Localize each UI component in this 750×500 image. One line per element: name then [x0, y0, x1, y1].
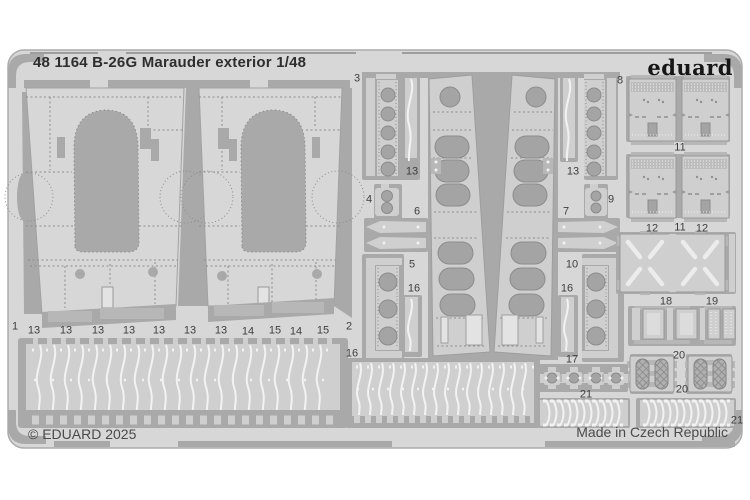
- part-number-label: 11: [674, 221, 686, 234]
- part-8-strip: [584, 74, 616, 177]
- part-number-label: 20: [675, 383, 689, 396]
- part-number-label: 13: [91, 324, 105, 337]
- wing-panel-right: [180, 87, 365, 322]
- part-number-label: 9: [607, 193, 615, 206]
- part-number-label: 3: [353, 72, 361, 85]
- strip-comb-panel-center: [346, 358, 540, 428]
- corner-frame-top-left: [8, 54, 44, 88]
- comb-21-blocks: [538, 398, 736, 428]
- made-in-text: Made in Czech Republic: [576, 424, 728, 440]
- corner-frame-bottom-right: [702, 410, 742, 444]
- part-3-strip: [366, 74, 398, 177]
- part-10-strip: [582, 258, 618, 358]
- part-number-label: 13: [122, 324, 136, 337]
- part-number-label: 19: [705, 295, 719, 308]
- corner-frame-top-right: [704, 54, 742, 88]
- sheet-title: 48 1164 B-26G Marauder exterior 1/48: [33, 54, 307, 71]
- part-number-label: 4: [365, 193, 373, 206]
- part-number-label: 7: [562, 205, 570, 218]
- bomb-bay-doors: [428, 72, 558, 360]
- part-number-label: 13: [214, 324, 228, 337]
- part-number-label: 12: [645, 222, 659, 235]
- x-frame-panels: [616, 231, 736, 295]
- part-number-label: 12: [695, 222, 709, 235]
- part-number-label: 13: [183, 324, 197, 337]
- bomb-bay-door-right: [493, 74, 556, 357]
- part-number-label: 13: [59, 324, 73, 337]
- wing-panel-left: [4, 87, 213, 328]
- part-number-label: 16: [560, 282, 574, 295]
- part-number-label: 15: [268, 324, 282, 337]
- part-number-label: 18: [659, 295, 673, 308]
- part-number-label: 16: [345, 347, 359, 360]
- wing-panel-block: [4, 80, 365, 328]
- wavy-strips: [364, 74, 620, 357]
- cowl-flap-panels: [626, 74, 730, 223]
- part-number-label: 17: [565, 353, 579, 366]
- part-number-label: 21: [579, 388, 593, 401]
- clamp-row: [537, 364, 631, 392]
- part-number-label: 13: [27, 324, 41, 337]
- part-number-label: 1: [11, 320, 19, 333]
- part-number-label: 2: [345, 320, 353, 333]
- part-number-label: 21: [730, 414, 744, 427]
- corner-frame-bottom-left: [8, 410, 46, 444]
- part-9-hinge: [585, 184, 607, 216]
- eduard-logo: eduard: [647, 55, 733, 80]
- part-number-label: 10: [565, 258, 579, 271]
- part-number-label: 14: [241, 325, 255, 338]
- part-18-19-group: [628, 306, 736, 346]
- part-number-label: 14: [289, 325, 303, 338]
- part-number-label: 8: [616, 74, 624, 87]
- part-number-label: 13: [566, 165, 580, 178]
- part-number-label: 13: [152, 324, 166, 337]
- part-number-label: 20: [672, 349, 686, 362]
- part-number-label: 16: [407, 282, 421, 295]
- strip-comb-panel-left: [18, 338, 348, 428]
- copyright-text: © EDUARD 2025: [28, 426, 137, 442]
- center-right-frames: [582, 74, 624, 362]
- part-number-label: 6: [413, 205, 421, 218]
- part-number-label: 11: [674, 141, 686, 154]
- part-number-label: 13: [405, 165, 419, 178]
- part-number-label: 15: [316, 324, 330, 337]
- tread-panels: [626, 354, 736, 394]
- part-5-strip: [366, 258, 402, 358]
- part-4-hinge: [375, 184, 399, 216]
- etch-gap-center: [178, 88, 208, 306]
- bomb-bay-door-left: [428, 74, 491, 357]
- part-number-label: 5: [408, 258, 416, 271]
